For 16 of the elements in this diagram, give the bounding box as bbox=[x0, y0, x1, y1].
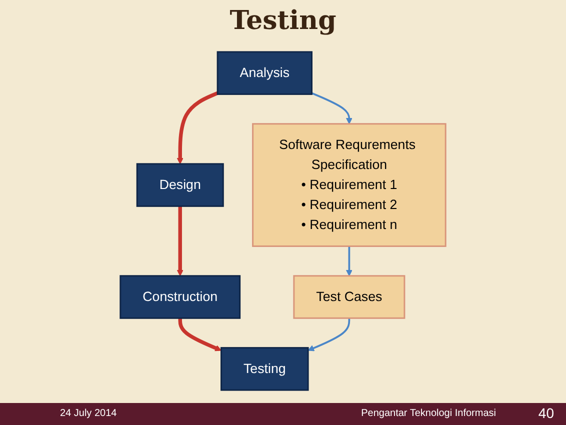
arrow bbox=[178, 318, 222, 352]
node-box: Software Requrements Specification • Requirement 1 • Requirement 2 • Requirement n bbox=[252, 123, 446, 247]
page-number: 40 bbox=[538, 405, 554, 421]
arrow bbox=[176, 206, 184, 276]
node-box: Analysis bbox=[216, 51, 312, 95]
node-box: Design bbox=[136, 163, 224, 207]
arrow bbox=[346, 246, 352, 276]
node-box: Testing bbox=[220, 347, 309, 391]
arrow bbox=[308, 318, 350, 352]
arrow bbox=[311, 92, 352, 124]
node-box: Construction bbox=[120, 275, 241, 319]
slide-title: Testing bbox=[228, 6, 338, 36]
arrow bbox=[176, 91, 218, 164]
node-box: Test Cases bbox=[293, 275, 406, 319]
footer-text: Pengantar Teknologi Informasi bbox=[361, 408, 496, 419]
date-text: 24 July 2014 bbox=[60, 408, 117, 419]
